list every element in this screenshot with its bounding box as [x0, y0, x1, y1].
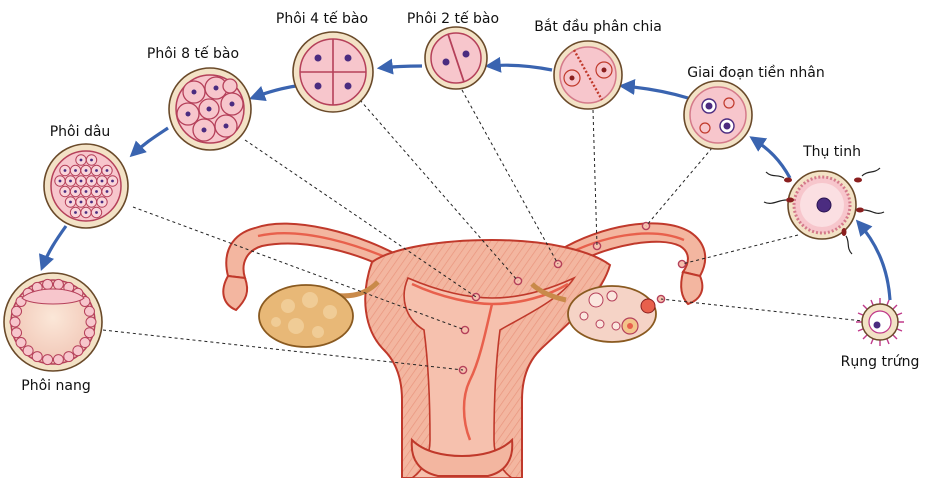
trophoblast-cell [11, 327, 23, 339]
morula-nucleus [105, 190, 109, 193]
blastocyst-stage [3, 272, 103, 372]
uterine-cavity [403, 276, 577, 478]
morula-nucleus [74, 190, 77, 193]
trophoblast-cell [31, 351, 43, 363]
morula-nucleus [74, 169, 77, 172]
four-cell-stage [292, 31, 374, 113]
morula-nucleus [95, 169, 98, 172]
morula-nucleus [95, 211, 98, 214]
morula-stage [43, 143, 129, 229]
right-fimbriae [680, 270, 704, 306]
label-blastocyst: Phôi nang [21, 378, 90, 394]
sperm-icons [763, 167, 885, 255]
trophoblast-cell [15, 337, 27, 349]
right-ovary [530, 282, 657, 343]
morula-nucleus [95, 190, 98, 193]
trophoblast-cell [22, 345, 34, 357]
trophoblast-cell [83, 305, 95, 317]
cleavage-start-stage [553, 40, 623, 110]
trophoblast-cell [52, 278, 64, 290]
leader-lines [102, 89, 873, 371]
two-cell-stage [424, 26, 488, 90]
trophoblast-cell [42, 354, 54, 366]
morula-nucleus [79, 200, 83, 204]
uterus [222, 222, 707, 478]
morula-nucleus [58, 179, 62, 183]
trophoblast-cell [52, 354, 64, 366]
label-pronucleus: Giai đoạn tiền nhân [687, 64, 825, 81]
morula-nucleus [105, 169, 109, 172]
morula-nucleus [69, 200, 72, 204]
morula-nucleus [63, 169, 67, 172]
morula-nucleus [90, 179, 93, 183]
label-two-cell: Phôi 2 tế bào [407, 10, 499, 27]
trophoblast-cell [85, 316, 97, 328]
morula-nucleus [84, 190, 88, 193]
trophoblast-cell [42, 278, 54, 290]
tract-dots [458, 221, 687, 375]
label-four-cell: Phôi 4 tế bào [276, 10, 368, 27]
morula-nucleus [111, 179, 114, 183]
left-fimbriae [222, 274, 249, 312]
morula-nucleus [74, 211, 77, 214]
morula-nucleus [79, 158, 83, 162]
left-ovary [258, 280, 380, 348]
trophoblast-cell [79, 337, 91, 349]
trophoblast-cell [63, 351, 75, 363]
morula-nucleus [84, 169, 88, 172]
morula-nucleus [84, 211, 88, 214]
fertilization-zygote [763, 167, 885, 255]
pronucleus-stage [683, 80, 753, 150]
label-morula: Phôi dâu [50, 124, 111, 140]
morula-nucleus [100, 200, 104, 204]
label-eight-cell: Phôi 8 tế bào [147, 45, 239, 62]
morula-nucleus [90, 158, 93, 162]
ovulation-oocyte [856, 298, 904, 346]
trophoblast-cell [72, 345, 84, 357]
trophoblast-cell [83, 327, 95, 339]
cycle-arrows [39, 56, 892, 301]
trophoblast-cell [11, 305, 23, 317]
eight-cell-stage [168, 67, 252, 151]
morula-nucleus [79, 179, 83, 183]
morula-nucleus [63, 190, 67, 193]
label-fertilization: Thụ tinh [802, 144, 861, 160]
label-cleavage-start: Bắt đầu phân chia [534, 18, 662, 35]
label-ovulation: Rụng trứng [841, 354, 920, 370]
morula-nucleus [69, 179, 72, 183]
morula-nucleus [100, 179, 104, 183]
morula-nucleus [90, 200, 93, 204]
trophoblast-cell [9, 316, 21, 328]
cervix [410, 437, 514, 477]
